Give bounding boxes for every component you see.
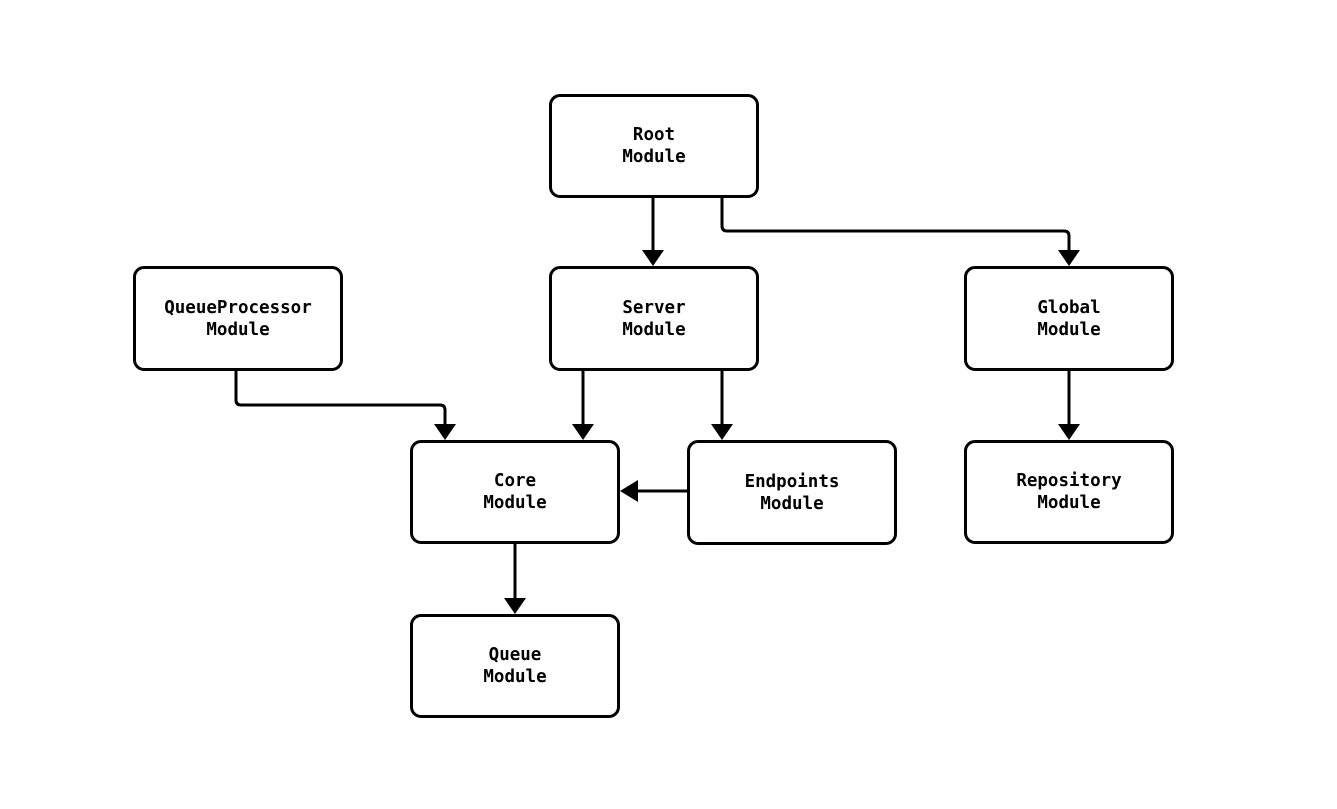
node-server-module-line2: Module — [622, 319, 686, 340]
node-queueprocessor-module-line1: QueueProcessor — [164, 297, 312, 318]
node-core-module-line1: Core — [493, 471, 537, 491]
node-global-module-line1: Global — [1037, 297, 1101, 318]
edge-root-to-global — [720, 198, 1080, 266]
node-queue-module-line1: Queue — [488, 645, 542, 665]
arrowhead-icon — [620, 480, 638, 502]
arrowhead-icon — [504, 598, 526, 614]
arrowhead-icon — [1058, 250, 1080, 266]
node-repository-module-line2: Module — [1037, 493, 1101, 513]
arrowhead-icon — [572, 424, 594, 440]
edge-server-to-endpoints — [711, 371, 733, 440]
node-repository-module[interactable]: Repository Module — [964, 440, 1174, 544]
node-endpoints-module-line2: Module — [760, 493, 824, 514]
arrowhead-icon — [711, 424, 733, 440]
edge-global-to-repository — [1058, 371, 1080, 440]
edge-queueprocessor-to-core — [234, 371, 456, 440]
edge-endpoints-to-core — [620, 480, 687, 502]
arrowhead-icon — [434, 424, 456, 440]
node-global-module[interactable]: Global Module — [964, 266, 1174, 371]
edge-root-to-server — [642, 198, 664, 266]
node-queue-module[interactable]: Queue Module — [410, 614, 620, 718]
node-server-module-line1: Server — [622, 297, 686, 318]
node-endpoints-module[interactable]: Endpoints Module — [687, 440, 897, 545]
node-core-module[interactable]: Core Module — [410, 440, 620, 544]
node-global-module-line2: Module — [1037, 319, 1101, 340]
node-root-module-line2: Module — [622, 147, 686, 167]
node-server-module[interactable]: Server Module — [549, 266, 759, 371]
node-queueprocessor-module-line2: Module — [206, 319, 270, 340]
node-core-module-line2: Module — [483, 493, 547, 513]
edge-server-to-core — [572, 371, 594, 440]
node-repository-module-line1: Repository — [1016, 471, 1122, 491]
edge-core-to-queue — [504, 544, 526, 614]
node-queueprocessor-module[interactable]: QueueProcessor Module — [133, 266, 343, 371]
arrowhead-icon — [642, 250, 664, 266]
node-endpoints-module-line1: Endpoints — [744, 471, 840, 492]
node-queue-module-line2: Module — [483, 667, 547, 687]
node-root-module[interactable]: Root Module — [549, 94, 759, 198]
arrowhead-icon — [1058, 424, 1080, 440]
node-root-module-line1: Root — [632, 125, 676, 145]
